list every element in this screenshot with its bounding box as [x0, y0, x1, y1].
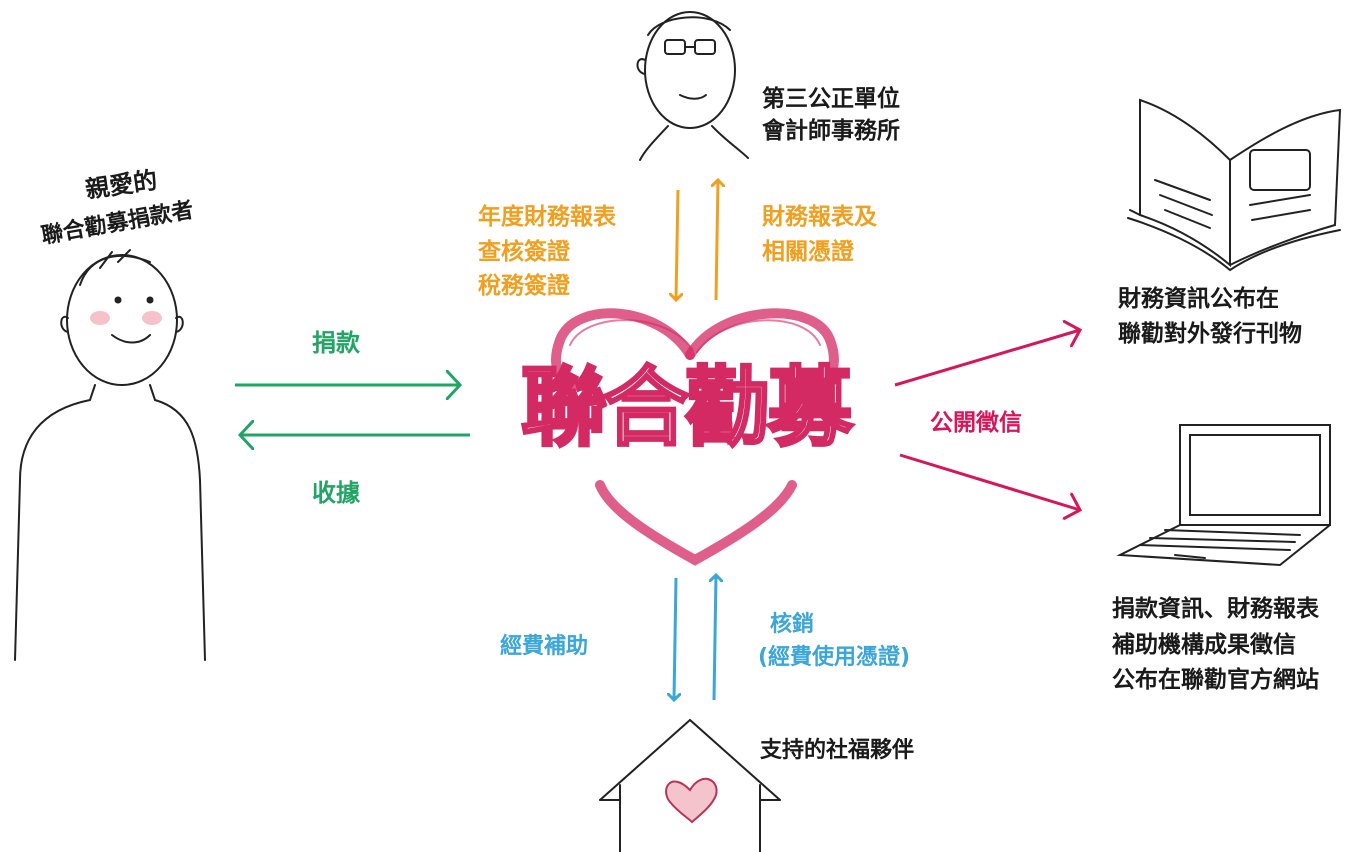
publication-line: 財務資訊公布在: [1118, 286, 1279, 312]
funding-up-line: 核銷: [770, 612, 815, 637]
website-label: 捐款資訊、財務報表 補助機構成果徵信 公布在聯勸官方網站: [1112, 592, 1319, 699]
audit-up-line: 相關憑證: [762, 238, 854, 265]
house-icon: [599, 718, 781, 852]
audit-down-arrow: [676, 189, 678, 300]
publication-arrow: [894, 330, 1080, 387]
website-line: 捐款資訊、財務報表: [1112, 596, 1319, 622]
audit-down-line: 稅務簽證: [478, 273, 570, 299]
heart-icon: [551, 308, 839, 566]
publication-line: 聯勸對外發行刊物: [1118, 320, 1302, 347]
audit-up-line: 財務報表及: [762, 204, 877, 230]
center-title: 聯合勸募: [520, 358, 855, 458]
funding-up-label: 核銷 (經費使用憑證): [758, 608, 910, 674]
website-arrow: [899, 453, 1080, 510]
auditor-figure: [636, 11, 749, 161]
small-heart-icon: [665, 777, 718, 824]
audit-up-arrow: [716, 180, 718, 301]
website-line: 公布在聯勸官方網站: [1112, 667, 1319, 694]
laptop-icon: [1116, 424, 1331, 567]
partner-label: 支持的社福夥伴: [760, 738, 915, 763]
audit-down-label: 年度財務報表 查核簽證 稅務簽證: [478, 200, 616, 304]
disclosure-label: 公開徵信: [930, 410, 1022, 436]
website-line: 補助機構成果徵信: [1112, 631, 1296, 658]
auditor-label-line1: 第三公正單位: [762, 86, 900, 112]
donation-label: 捐款: [312, 329, 360, 357]
cheek-icon: [90, 311, 110, 325]
audit-down-line: 查核簽證: [478, 238, 570, 265]
cheek-icon: [142, 311, 162, 325]
publication-label: 財務資訊公布在 聯勸對外發行刊物: [1118, 282, 1302, 351]
auditor-label-line2: 會計師事務所: [762, 118, 900, 144]
funding-down-label: 經費補助: [500, 634, 589, 659]
funding-up-arrow: [714, 575, 716, 701]
funding-up-line: (經費使用憑證): [758, 645, 911, 670]
donor-figure: [14, 249, 206, 661]
audit-up-label: 財務報表及 相關憑證: [762, 200, 877, 269]
book-icon: [1127, 98, 1342, 272]
audit-down-line: 年度財務報表: [478, 204, 616, 230]
funding-down-arrow: [674, 577, 676, 700]
receipt-label: 收據: [312, 479, 360, 507]
